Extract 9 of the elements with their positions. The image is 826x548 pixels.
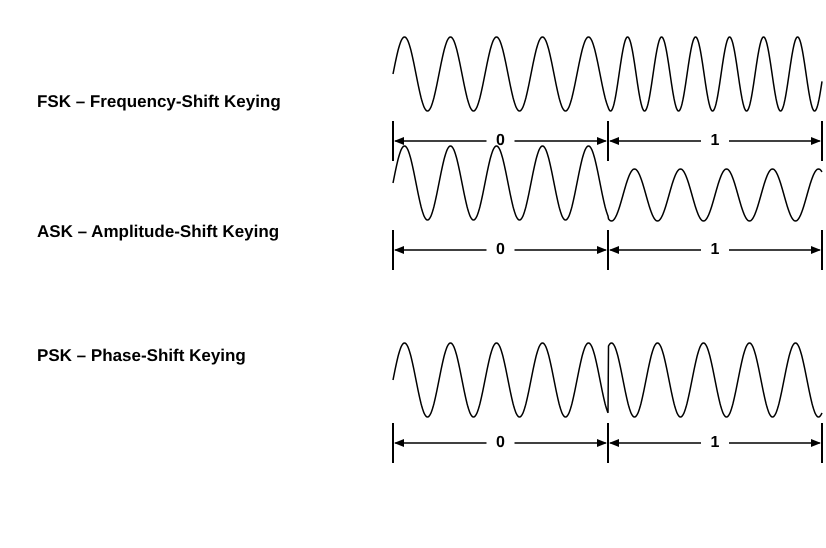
bit-label: 1 xyxy=(710,132,720,150)
modulation-label: FSK – Frequency-Shift Keying xyxy=(37,92,281,112)
modulation-label: ASK – Amplitude-Shift Keying xyxy=(37,222,280,242)
bit-label: 0 xyxy=(495,434,506,452)
bit-label: 1 xyxy=(710,434,720,452)
bit-label: 0 xyxy=(495,241,506,259)
bit-label: 1 xyxy=(710,241,720,259)
bit-label: 0 xyxy=(495,132,506,150)
modulation-label: PSK – Phase-Shift Keying xyxy=(37,346,246,366)
